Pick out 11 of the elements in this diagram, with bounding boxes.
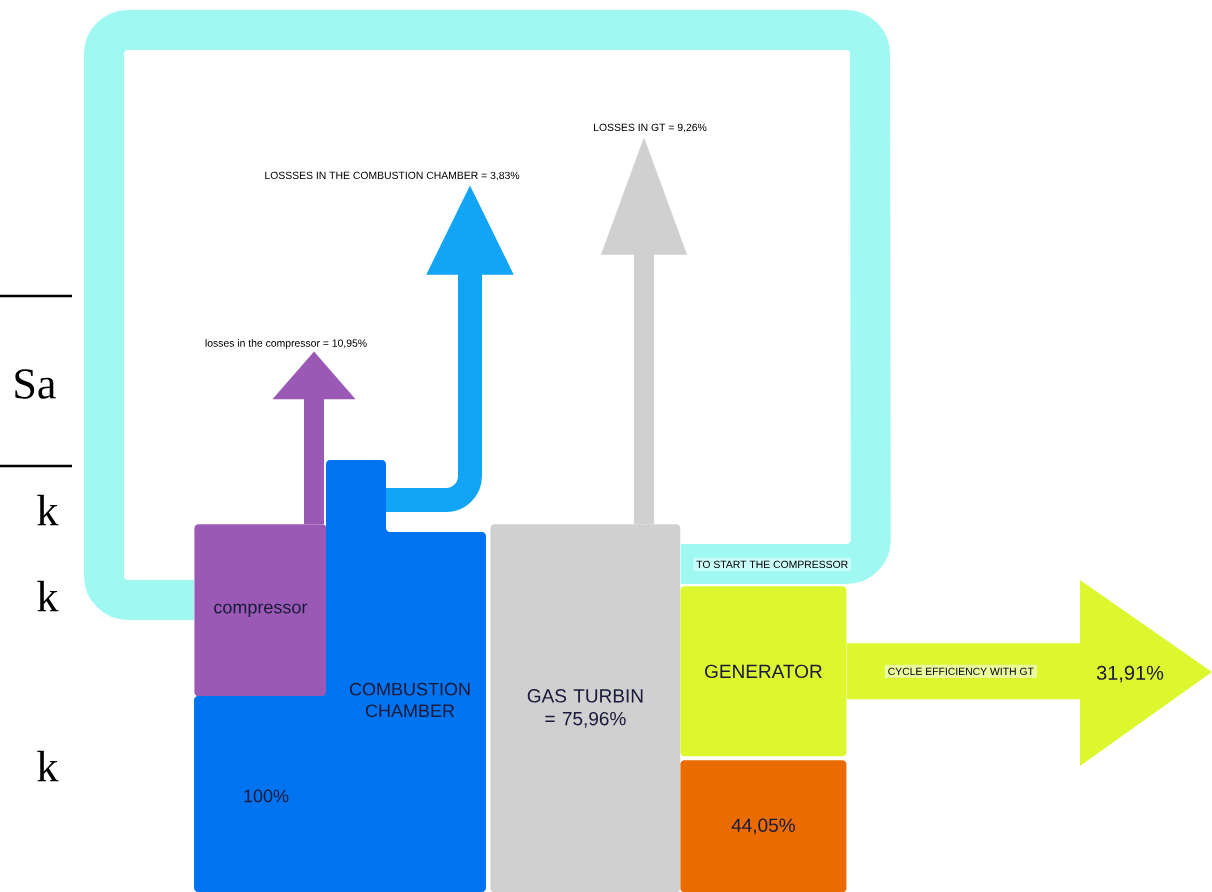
text-fragment: k: [37, 750, 59, 782]
arrow-head-block: 31,91%: [1080, 579, 1212, 766]
output-block: 44,05%: [680, 760, 847, 892]
text-fragment: k: [37, 494, 59, 526]
compressor-block: compressor: [194, 524, 327, 697]
flow-band: [846, 643, 1080, 700]
text-fragment: Sa: [15, 369, 56, 399]
text-fragment: k: [37, 580, 59, 612]
gas-turbine-block: GAS TURBIN = 75,96%: [490, 524, 681, 892]
flow-band: [84, 10, 891, 620]
generator-block: GENERATOR: [680, 586, 847, 757]
